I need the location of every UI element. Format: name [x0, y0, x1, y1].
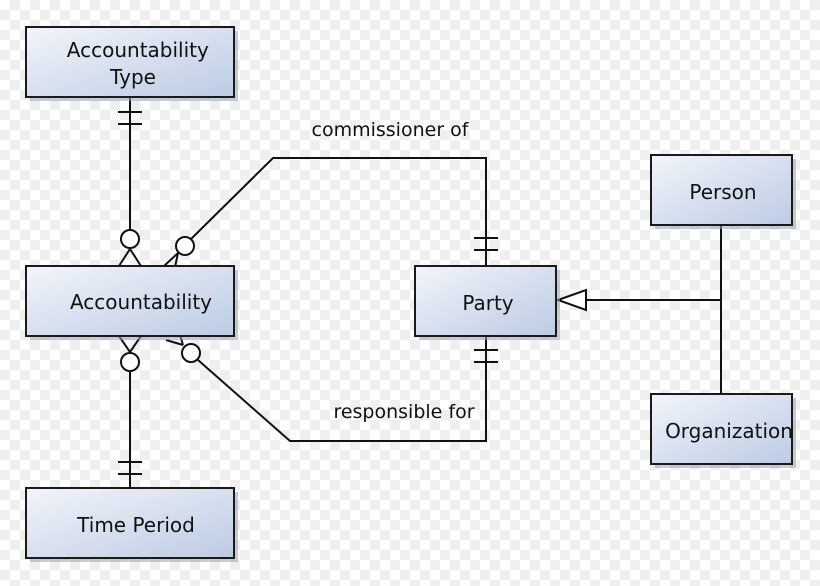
entity-organization: Organization [650, 393, 796, 468]
period-optional-circle [120, 352, 140, 372]
accountability-label: Accountability [70, 290, 212, 314]
commissioner-link [189, 157, 487, 266]
type-crowfoot-right [129, 248, 142, 267]
entity-accountability-type: Accountability Type [25, 26, 238, 101]
type-optional-circle [120, 229, 140, 249]
responsible-optional-circle [181, 343, 201, 363]
type-crowfoot-left [118, 248, 131, 267]
organization-label: Organization [665, 419, 793, 443]
entity-accountability: Accountability [25, 265, 238, 340]
responsible-link [197, 336, 487, 442]
entity-person: Person [650, 154, 796, 229]
generalization-arrowhead [555, 288, 587, 312]
party-label: Party [462, 291, 513, 315]
accountability-type-label: Accountability Type [67, 38, 215, 89]
responsible-crowfoot-b [165, 339, 184, 346]
entity-time-period: Time Period [25, 487, 238, 562]
connectors [118, 98, 722, 488]
time-period-label: Time Period [76, 513, 195, 537]
person-label: Person [689, 180, 756, 204]
responsible-for-label: responsible for [333, 401, 474, 423]
entity-party: Party [414, 265, 560, 340]
commissioner-crowfoot-a [163, 252, 179, 267]
commissioner-of-label: commissioner of [312, 119, 470, 141]
commissioner-optional-circle [175, 236, 195, 256]
